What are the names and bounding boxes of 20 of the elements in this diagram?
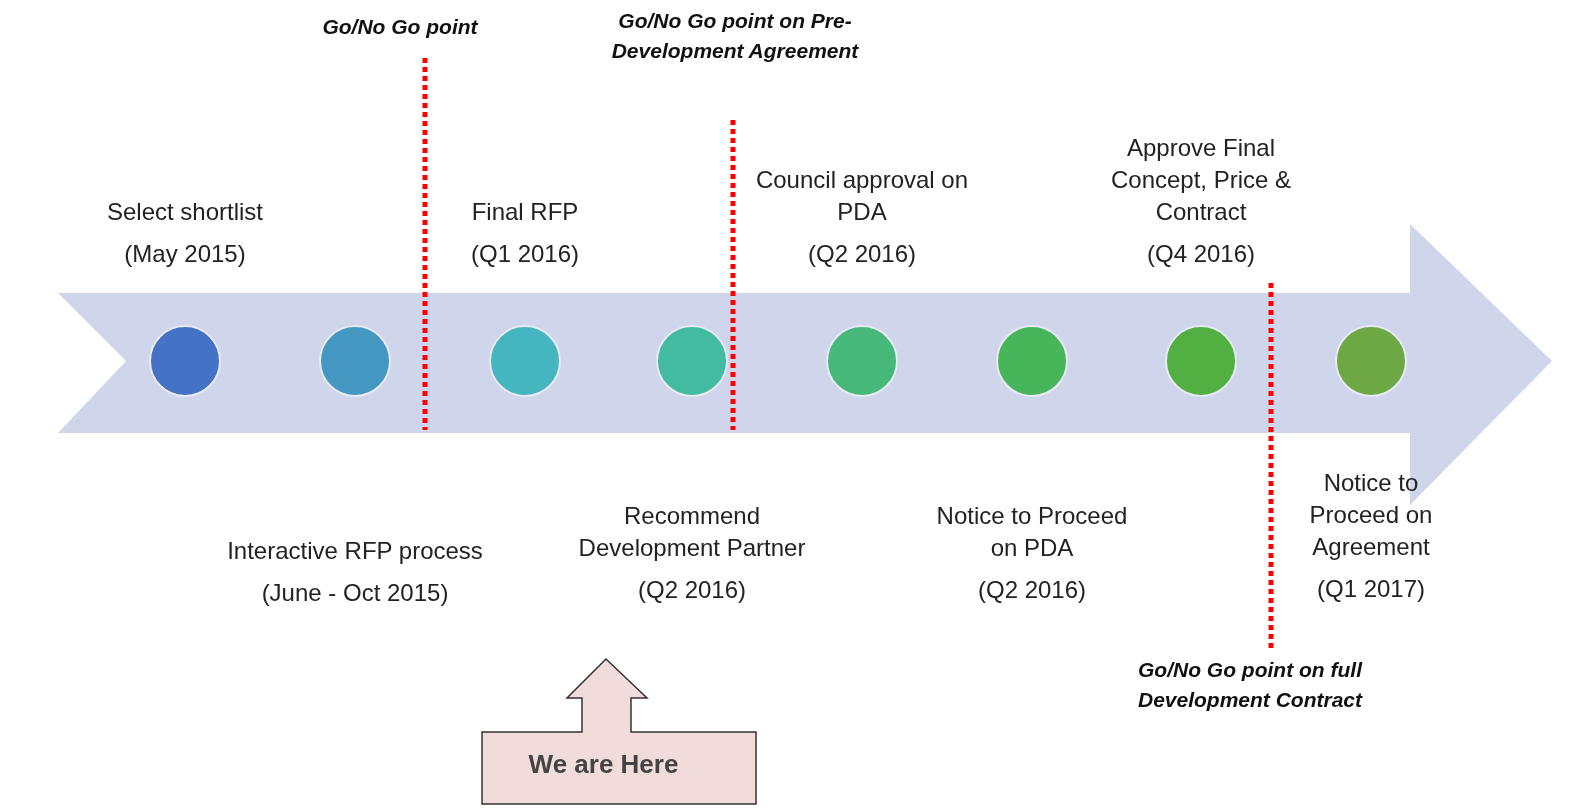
- go-no-go-note: Go/No Go point on full Development Contract: [1136, 657, 1364, 713]
- date-label: (Q4 2016): [1145, 239, 1257, 269]
- date-label: (Q2 2016): [806, 239, 918, 269]
- date-label: (Q1 2017): [1315, 574, 1427, 604]
- milestone-label: Council approval on PDA: [754, 165, 970, 227]
- callout-text: We are Here: [527, 749, 680, 780]
- date-label: (Q2 2016): [636, 575, 748, 605]
- milestone-label: Interactive RFP process: [226, 536, 484, 566]
- milestone-label: Approve Final Concept, Price & Contract: [1109, 133, 1293, 227]
- milestone-label: Final RFP: [470, 197, 580, 227]
- milestone-label: Notice to Proceed on Agreement: [1308, 468, 1434, 562]
- milestone-label: Recommend Development Partner: [577, 501, 807, 563]
- milestone-label: Select shortlist: [105, 197, 265, 227]
- go-no-go-note: Go/No Go point on Pre-Development Agreement: [610, 8, 860, 64]
- date-label: (Q1 2016): [469, 239, 581, 269]
- date-label: (May 2015): [123, 239, 247, 269]
- milestone-label: Notice to Proceed on PDA: [935, 501, 1129, 563]
- date-label: (Q2 2016): [976, 575, 1088, 605]
- date-label: (June - Oct 2015): [260, 578, 450, 608]
- go-no-go-note: Go/No Go point: [321, 14, 479, 40]
